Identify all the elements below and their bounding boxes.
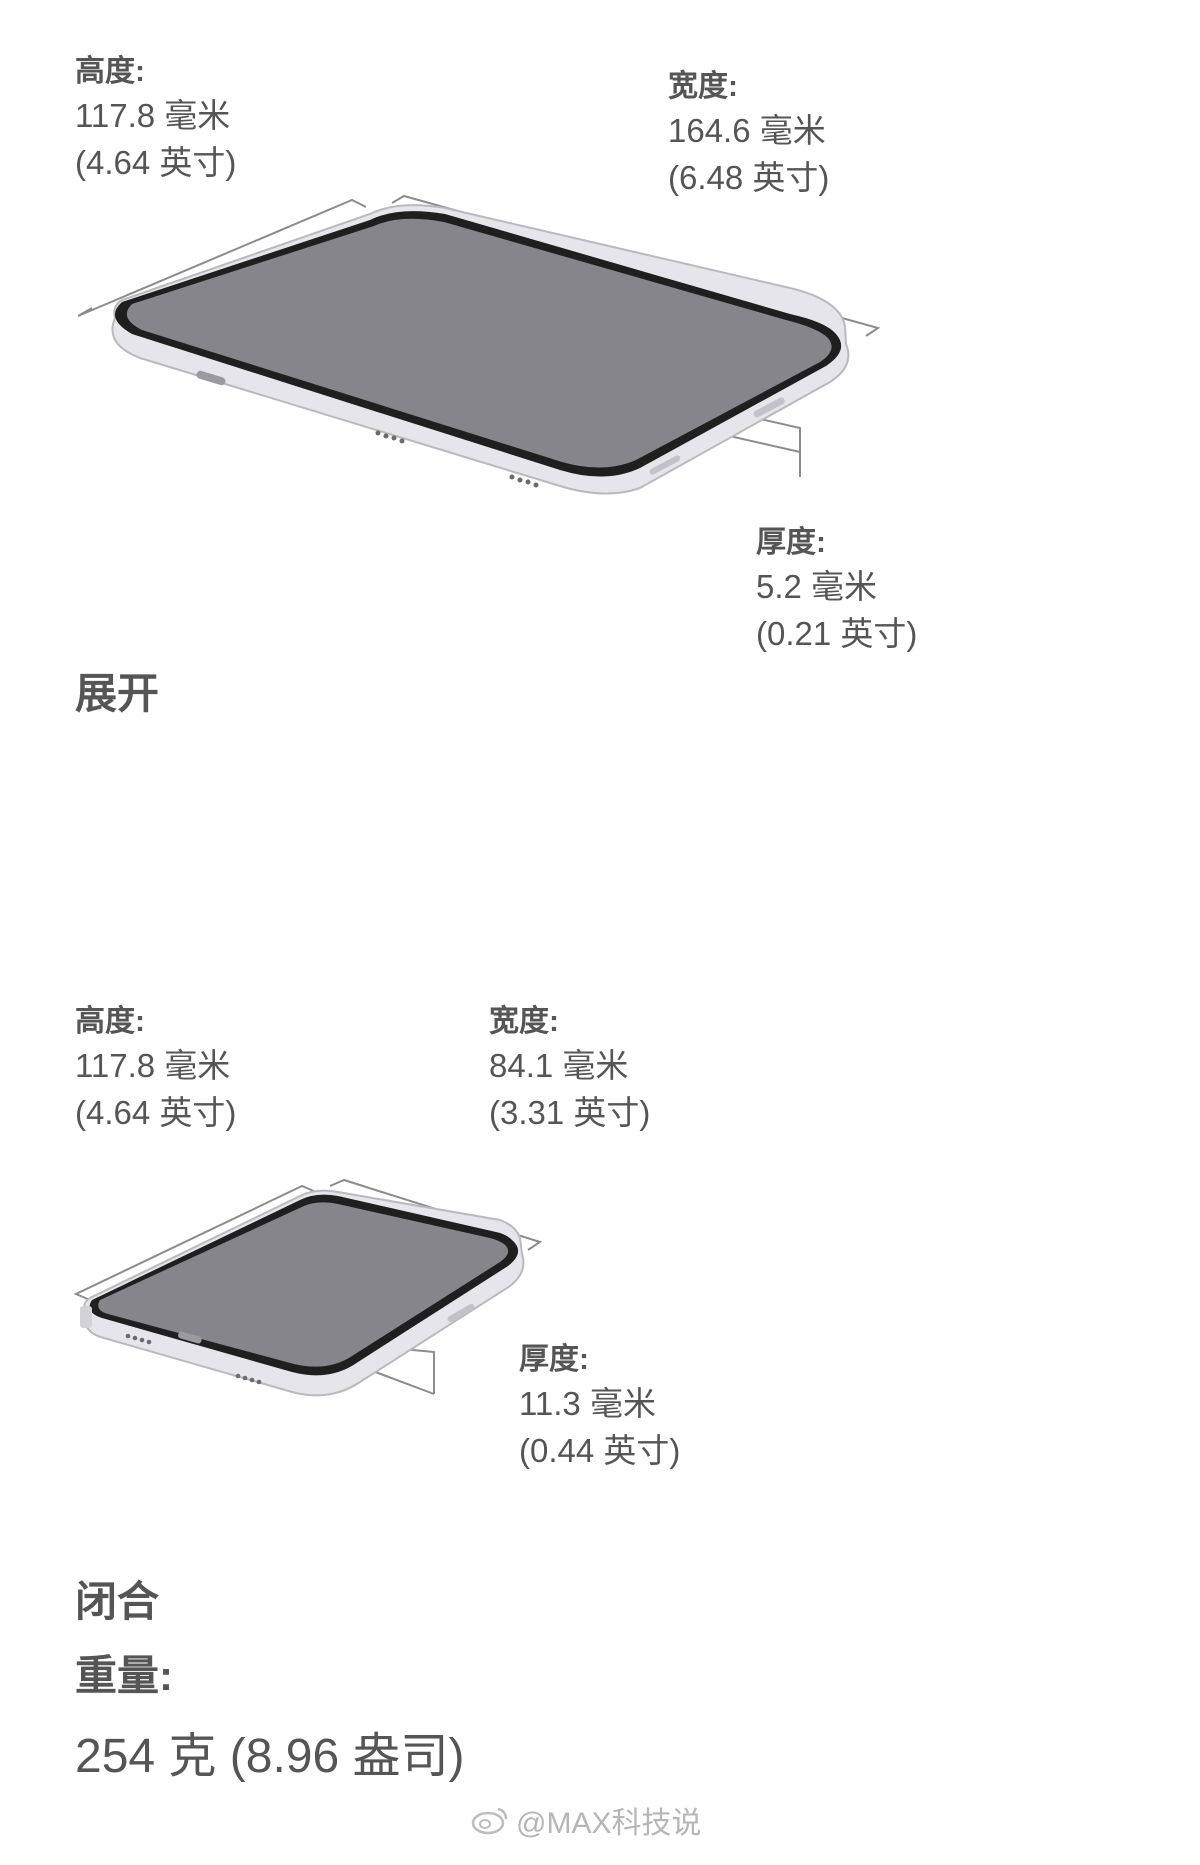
folded-side-button-icon (447, 1304, 475, 1322)
unfolded-height-spec: 高度: 117.8 毫米 (4.64 英寸) (75, 52, 236, 186)
folded-height-guide (73, 1184, 317, 1301)
folded-width-label: 宽度: (489, 1005, 559, 1038)
weight-value: 254 克 (8.96 盎司) (75, 1730, 465, 1783)
weibo-logo-icon (471, 1807, 508, 1835)
folded-height-inch: (4.64 英寸) (75, 1094, 237, 1131)
unfolded-device-illustration (77, 194, 881, 495)
unfolded-height-label: 高度: (75, 55, 145, 88)
unfolded-width-spec: 宽度: 164.6 毫米 (6.48 英寸) (668, 67, 829, 201)
watermark-text: @MAX科技说 (516, 1807, 702, 1840)
unfolded-height-mm: 117.8 毫米 (75, 97, 231, 134)
unfolded-height-guide (77, 198, 367, 317)
folded-height-mm: 117.8 毫米 (75, 1047, 231, 1084)
folded-speaker-grille-icon (125, 1333, 262, 1385)
unfolded-side-button-icon (753, 397, 785, 418)
unfolded-volume-button-icon (649, 455, 681, 475)
unfolded-width-inch: (6.48 英寸) (668, 159, 830, 196)
watermark: @MAX科技说 (470, 1798, 701, 1842)
unfolded-height-inch: (4.64 英寸) (75, 144, 237, 181)
folded-thickness-inch: (0.44 英寸) (519, 1432, 681, 1469)
unfolded-width-label: 宽度: (668, 70, 738, 103)
folded-usb-port-icon (178, 1331, 202, 1344)
weight-label: 重量: (75, 1652, 173, 1699)
unfolded-section-title: 展开 (75, 670, 160, 717)
folded-width-inch: (3.31 英寸) (489, 1094, 651, 1131)
folded-height-label: 高度: (75, 1005, 145, 1038)
folded-height-spec: 高度: 117.8 毫米 (4.64 英寸) (75, 1002, 236, 1136)
folded-width-mm: 84.1 毫米 (489, 1047, 629, 1084)
folded-section-title: 闭合 (75, 1578, 160, 1625)
unfolded-screen (126, 218, 832, 468)
folded-hinge-icon (80, 1306, 92, 1328)
folded-thickness-label: 厚度: (519, 1343, 589, 1376)
folded-device-illustration (73, 1178, 543, 1397)
folded-thickness-mm: 11.3 毫米 (519, 1385, 656, 1422)
folded-screen (98, 1202, 509, 1367)
unfolded-thickness-spec: 厚度: 5.2 毫米 (0.21 英寸) (756, 523, 917, 657)
folded-thickness-spec: 厚度: 11.3 毫米 (0.44 英寸) (519, 1340, 680, 1474)
folded-width-spec: 宽度: 84.1 毫米 (3.31 英寸) (489, 1002, 650, 1136)
unfolded-width-mm: 164.6 毫米 (668, 112, 826, 149)
unfolded-thickness-inch: (0.21 英寸) (756, 615, 918, 652)
unfolded-thickness-mm: 5.2 毫米 (756, 568, 878, 605)
unfolded-speaker-grille-icon (375, 430, 539, 488)
unfolded-thickness-label: 厚度: (756, 526, 826, 559)
unfolded-usb-port-icon (196, 370, 226, 386)
